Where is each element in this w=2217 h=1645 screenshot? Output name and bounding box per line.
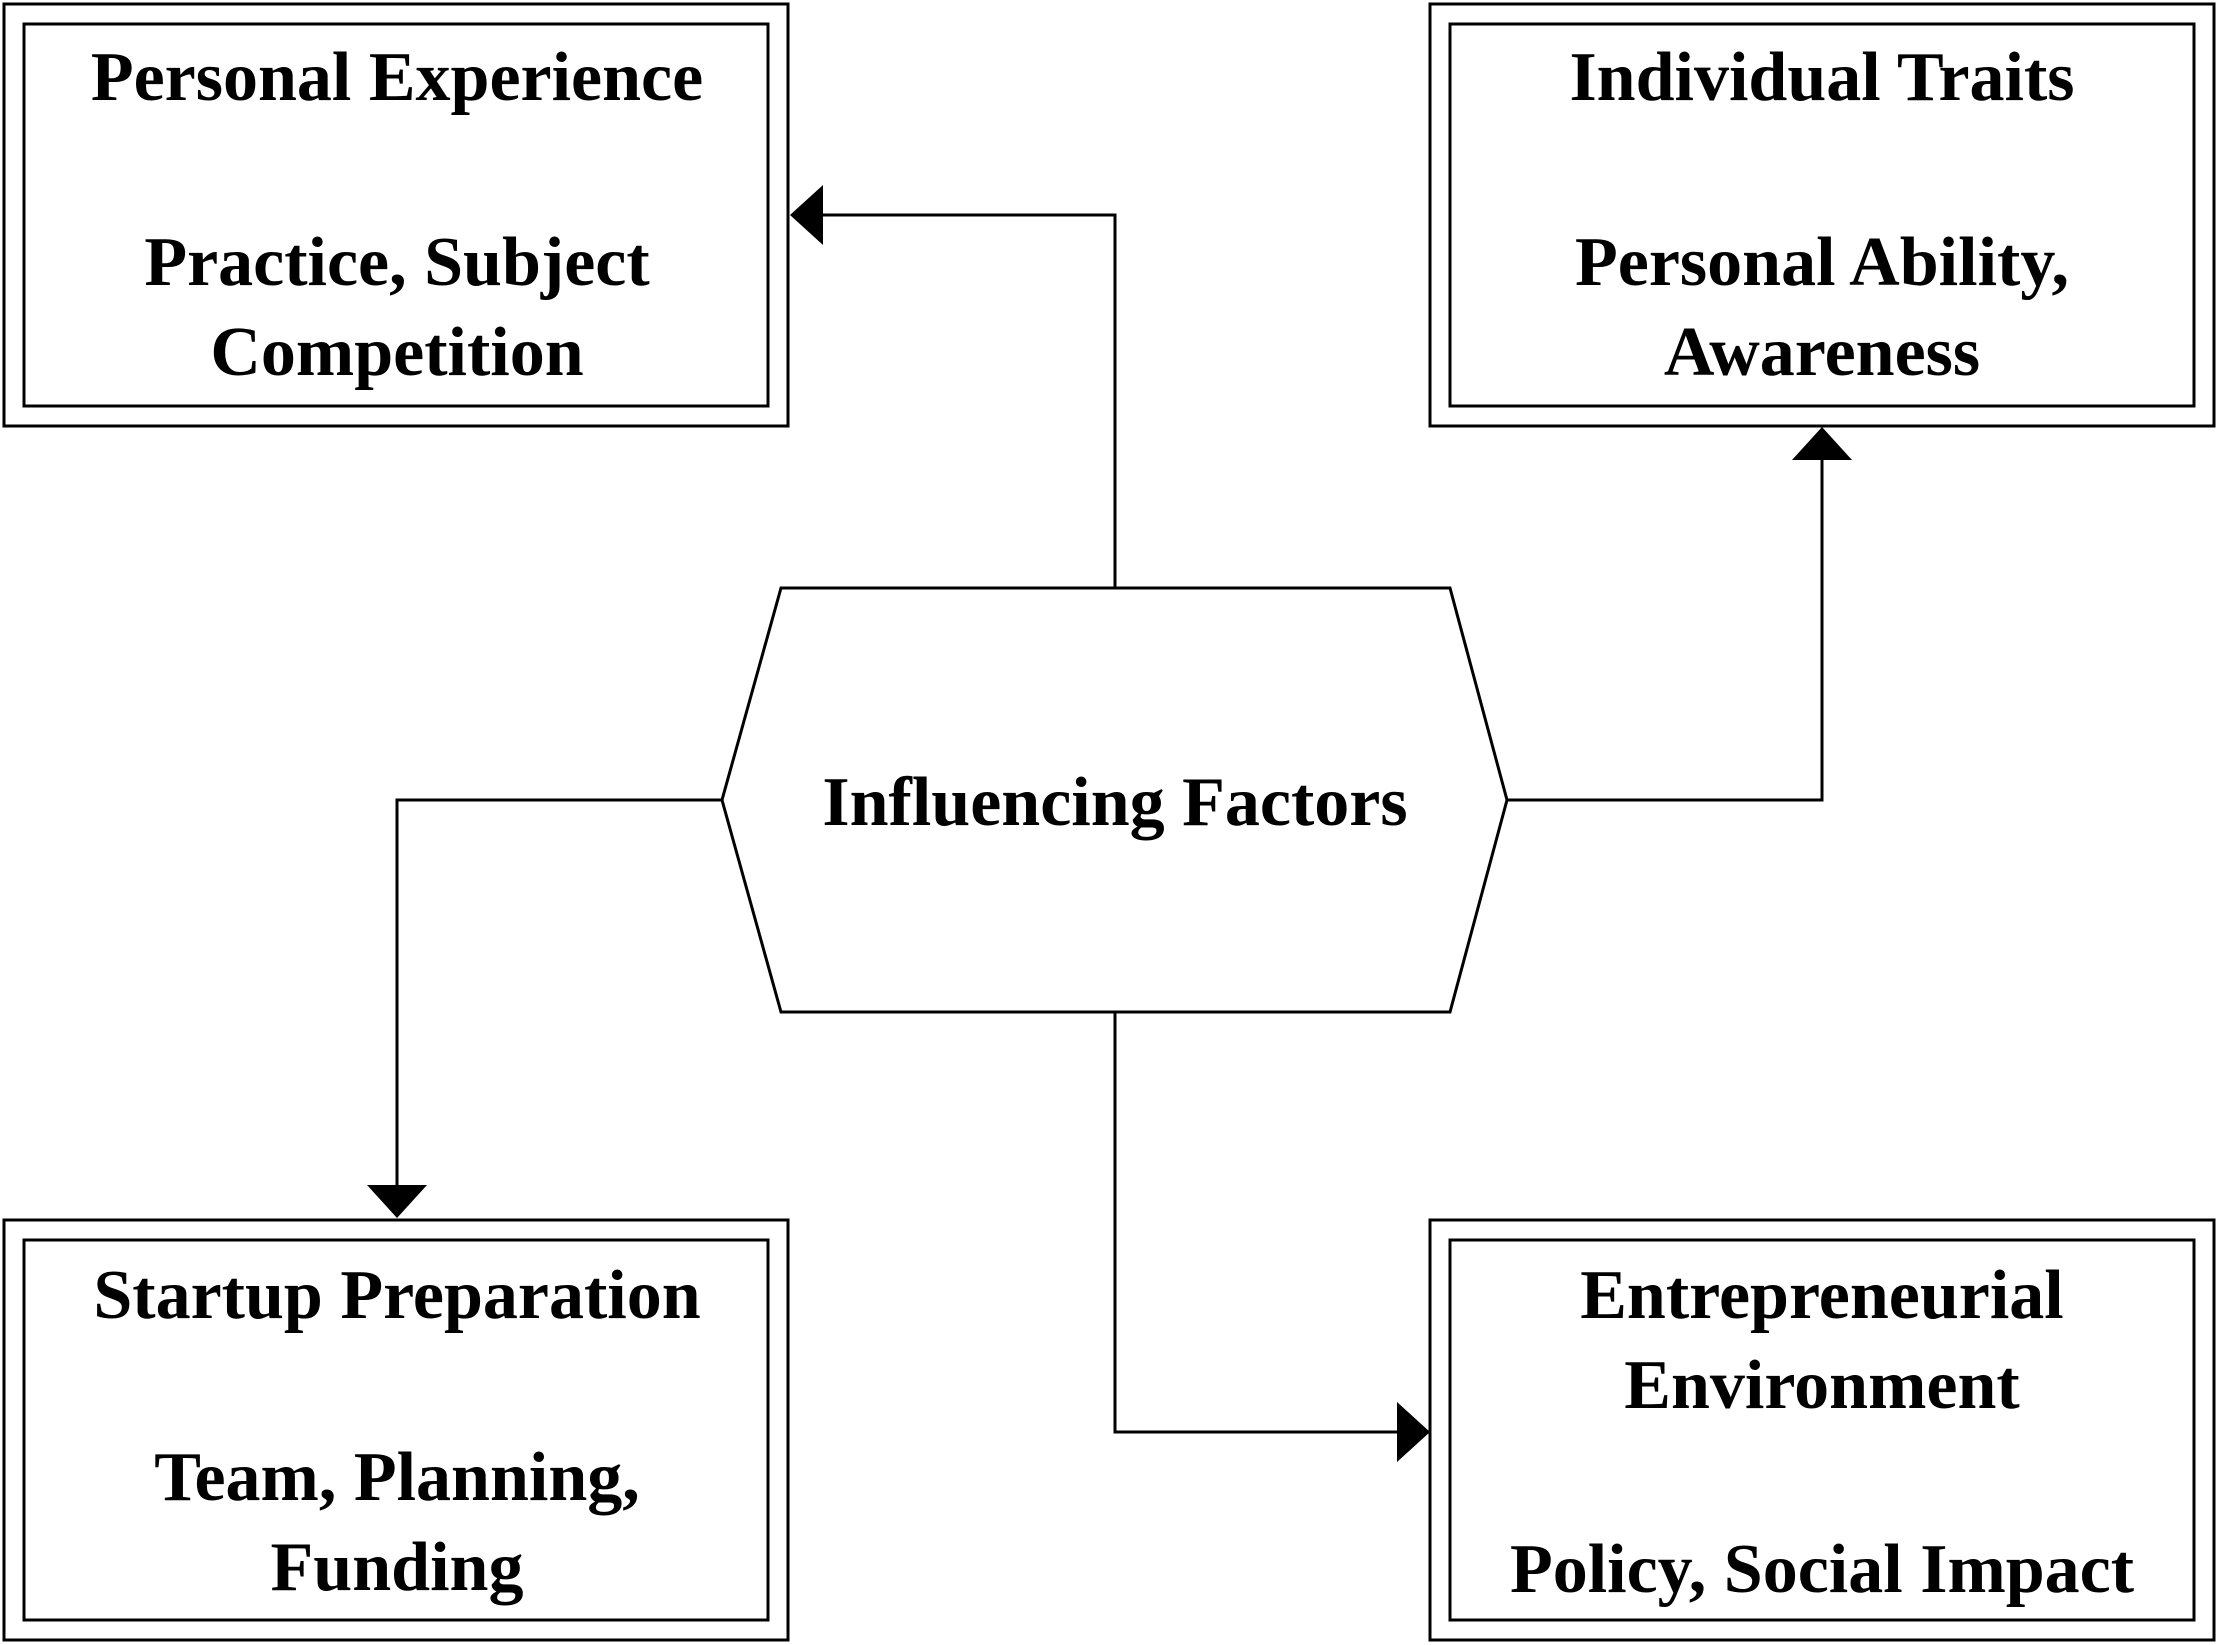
connector-individual-traits <box>1507 460 1824 802</box>
box-title: Startup Preparation <box>93 1257 700 1334</box>
box-detail-line2: Awareness <box>1664 314 1980 391</box>
arrowheads <box>367 185 1852 1462</box>
box-individual-traits: Individual Traits Personal Ability, Awar… <box>1428 2 2216 428</box>
box-detail-line2: Funding <box>271 1529 524 1606</box>
box-outer-border <box>2 1218 790 1642</box>
connector-personal-experience <box>820 213 1117 588</box>
box-startup-preparation: Startup Preparation Team, Planning, Fund… <box>2 1218 790 1642</box>
center-node: Influencing Factors <box>720 586 1509 1014</box>
box-title: Individual Traits <box>1569 39 2074 116</box>
connector-entrepreneurial-environment <box>1113 1012 1400 1434</box>
box-detail-line1: Practice, Subject <box>144 224 649 301</box>
center-hexagon <box>720 586 1509 1014</box>
box-inner-border <box>22 1238 770 1622</box>
box-entrepreneurial-environment: Entrepreneurial Environment Policy, Soci… <box>1428 1218 2216 1642</box>
box-outer-border <box>1428 1218 2216 1642</box>
box-title-line1: Entrepreneurial <box>1580 1257 2064 1334</box>
box-personal-experience: Personal Experience Practice, Subject Co… <box>2 2 790 428</box>
box-detail: Policy, Social Impact <box>1510 1531 2134 1608</box>
connector-startup-preparation <box>395 798 722 1185</box>
arrowhead-left-icon <box>790 185 823 245</box>
box-inner-border <box>1448 22 2196 408</box>
connectors <box>395 213 1824 1434</box>
box-detail-line1: Team, Planning, <box>154 1439 640 1516</box>
box-inner-border <box>1448 1238 2196 1622</box>
box-outer-border <box>1428 2 2216 428</box>
box-inner-border <box>22 22 770 408</box>
center-label: Influencing Factors <box>822 764 1407 841</box>
arrowhead-right-icon <box>1397 1402 1430 1462</box>
arrowhead-down-icon <box>367 1185 427 1218</box>
box-outer-border <box>2 2 790 428</box>
box-detail-line1: Personal Ability, <box>1575 224 2069 301</box>
box-title: Personal Experience <box>91 39 703 116</box>
box-title-line2: Environment <box>1624 1347 2019 1424</box>
arrowhead-up-icon <box>1792 427 1852 460</box>
box-detail-line2: Competition <box>210 314 583 391</box>
